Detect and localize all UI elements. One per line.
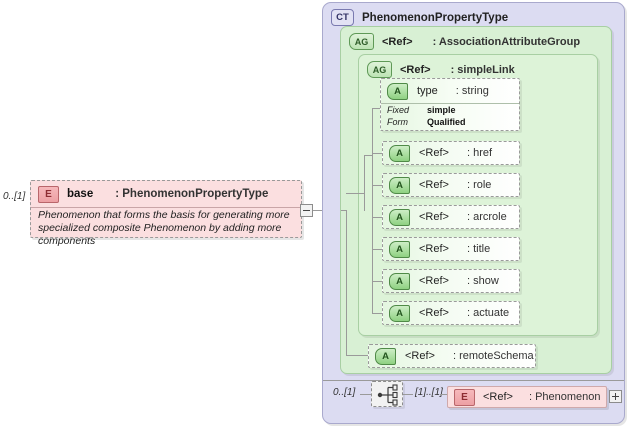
sequence-line-in	[360, 394, 372, 395]
attribute-type-facets: Fixed simple Form Qualified	[387, 105, 515, 128]
sequence-connector-icon[interactable]	[371, 381, 403, 407]
attribute-show[interactable]: A <Ref> : show	[382, 269, 520, 293]
attribute-role-ref: <Ref>	[419, 179, 449, 191]
sequence-line-out	[403, 394, 413, 395]
tree-spine-attributes	[372, 108, 373, 313]
attribute-href-type: : href	[466, 147, 493, 159]
base-cardinality: 0..[1]	[3, 191, 26, 202]
attribute-role-type: : role	[466, 179, 492, 191]
base-collapse-expander[interactable]	[300, 204, 313, 217]
sequence-divider-line	[323, 380, 624, 381]
attribute-title-type: : title	[466, 243, 491, 255]
attribute-badge-icon: A	[389, 240, 410, 258]
attribute-badge-icon: A	[389, 176, 410, 194]
attribute-group-inner-header: AG <Ref> : simpleLink	[367, 61, 515, 78]
attribute-remoteschema-type: : remoteSchema	[452, 350, 534, 362]
attribute-type-datatype: : string	[455, 85, 489, 97]
attribute-badge-icon: A	[389, 304, 410, 322]
attribute-type-header: A type : string	[381, 79, 519, 104]
complextype-badge-icon: CT	[331, 9, 354, 26]
base-element-name: base	[67, 188, 94, 200]
tree-trunk-inner	[364, 155, 365, 211]
tree-branch-arcrole	[372, 217, 382, 218]
phenomenon-expand-expander[interactable]	[609, 390, 622, 403]
attributegroup-badge-icon: AG	[349, 33, 374, 50]
phenomenon-ref: <Ref>	[483, 391, 513, 403]
tree-branch-show	[372, 281, 382, 282]
tree-stub-inner	[346, 193, 365, 194]
tree-branch-remoteschema	[346, 355, 368, 356]
attribute-show-ref: <Ref>	[419, 275, 449, 287]
attribute-group-outer-type: : AssociationAttributeGroup	[432, 35, 581, 48]
tree-branch-role	[372, 185, 382, 186]
tree-branch-type	[372, 108, 382, 109]
tree-branch-title	[372, 249, 382, 250]
attribute-actuate-ref: <Ref>	[419, 307, 449, 319]
attribute-actuate-type: : actuate	[466, 307, 510, 319]
attribute-badge-icon: A	[387, 82, 408, 100]
base-element-header: E base : PhenomenonPropertyType	[31, 181, 301, 208]
attribute-badge-icon: A	[389, 144, 410, 162]
attribute-href[interactable]: A <Ref> : href	[382, 141, 520, 165]
tree-branch-href	[372, 153, 382, 154]
attribute-arcrole-ref: <Ref>	[419, 211, 449, 223]
attribute-title[interactable]: A <Ref> : title	[382, 237, 520, 261]
facet-value-fixed: simple	[427, 105, 456, 115]
tree-spine-stub	[364, 155, 373, 156]
attribute-remoteschema-ref: <Ref>	[405, 350, 435, 362]
attribute-actuate[interactable]: A <Ref> : actuate	[382, 301, 520, 325]
attribute-group-outer-ref: <Ref>	[382, 35, 413, 48]
attribute-group-outer-header: AG <Ref> : AssociationAttributeGroup	[349, 33, 580, 50]
attribute-badge-icon: A	[375, 347, 396, 365]
attribute-title-ref: <Ref>	[419, 243, 449, 255]
attribute-remoteschema[interactable]: A <Ref> : remoteSchema	[368, 344, 536, 368]
complex-type-title: PhenomenonPropertyType	[362, 11, 509, 24]
attributegroup-badge-icon: AG	[367, 61, 392, 78]
attribute-arcrole[interactable]: A <Ref> : arcrole	[382, 205, 520, 229]
facet-value-form: Qualified	[427, 117, 466, 127]
attribute-href-ref: <Ref>	[419, 147, 449, 159]
attribute-arcrole-type: : arcrole	[466, 211, 507, 223]
phenomenon-connector-line	[440, 394, 448, 395]
attribute-role[interactable]: A <Ref> : role	[382, 173, 520, 197]
base-element-type: : PhenomenonPropertyType	[115, 188, 269, 200]
attribute-badge-icon: A	[389, 208, 410, 226]
phenomenon-type: : Phenomenon	[528, 391, 601, 403]
facet-key-form: Form	[387, 117, 408, 127]
attribute-group-inner-ref: <Ref>	[400, 63, 431, 76]
attribute-type[interactable]: A type : string Fixed simple Form Qualif…	[380, 78, 520, 131]
tree-trunk-outer	[346, 210, 347, 356]
tree-branch-actuate	[372, 313, 382, 314]
facet-key-fixed: Fixed	[387, 105, 410, 115]
attribute-badge-icon: A	[389, 272, 410, 290]
element-badge-icon: E	[454, 388, 475, 406]
element-badge-icon: E	[38, 185, 59, 203]
sequence-cardinality-left: 0..[1]	[333, 387, 356, 398]
element-phenomenon[interactable]: E <Ref> : Phenomenon	[447, 386, 607, 408]
complex-type-header: CT PhenomenonPropertyType	[331, 9, 508, 26]
attribute-type-name: type	[417, 85, 438, 97]
base-element-description: Phenomenon that forms the basis for gene…	[38, 209, 290, 247]
base-element-box[interactable]: E base : PhenomenonPropertyType Phenomen…	[30, 180, 302, 247]
tree-stub-outer	[341, 210, 347, 211]
sequence-cardinality-right: [1]..[1]	[415, 387, 443, 398]
attribute-group-inner-type: : simpleLink	[450, 63, 515, 76]
attribute-show-type: : show	[466, 275, 499, 287]
